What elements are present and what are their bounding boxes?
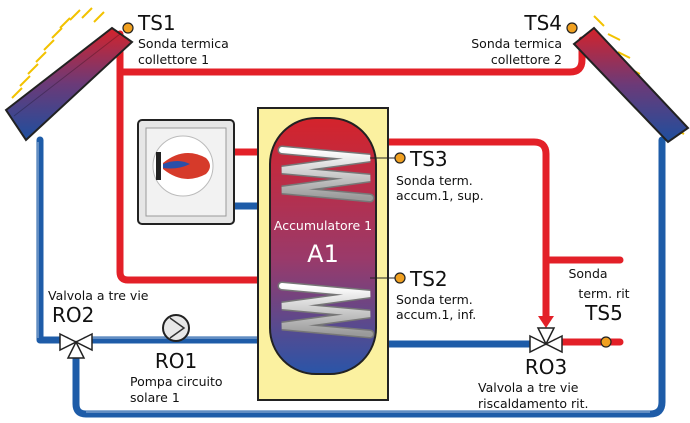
collector-link-pipe [116, 30, 586, 76]
ts2-dot [394, 272, 406, 284]
ts1-code: TS1 [137, 11, 176, 35]
flame-icon [163, 153, 210, 179]
pump-ro1 [162, 314, 190, 342]
flow-arrow-ro3 [538, 316, 554, 328]
collector-2-panel [572, 26, 690, 144]
ts5-line1: Sonda [568, 266, 607, 281]
ts1-line1: Sonda termica [138, 36, 229, 51]
ro3-line1: Valvola a tre vie [478, 380, 579, 395]
ts4-line1: Sonda termica [471, 36, 562, 51]
ts5-code: TS5 [584, 301, 623, 325]
ro2-code: RO2 [52, 303, 94, 327]
cold-pipes [36, 136, 666, 418]
ts4-dot [566, 22, 578, 34]
ts2-line2: accum.1, inf. [396, 307, 476, 322]
ro1-line1: Pompa circuito [130, 374, 223, 389]
ts5-line2: term. rit [578, 286, 629, 301]
ts1-line2: collettore 1 [138, 52, 209, 67]
tank-code: A1 [307, 240, 339, 268]
left-collector-return-pipe [36, 136, 70, 344]
ro1-line2: solare 1 [130, 390, 180, 405]
ts1-dot [122, 22, 134, 34]
bottom-return-loop-pipe [72, 136, 666, 418]
valve-ro2 [59, 332, 93, 359]
collector-to-tank-pipe [116, 68, 266, 284]
ts5-dot [600, 336, 612, 348]
ro1-code: RO1 [155, 349, 197, 373]
ro2-label: Valvola a tre vie [48, 288, 149, 303]
sensor-dots [122, 22, 612, 348]
ro3-code: RO3 [525, 355, 567, 379]
collector-1-panel [4, 26, 134, 142]
ts3-code: TS3 [409, 147, 448, 171]
ts3-dot [394, 152, 406, 164]
pump-icon [162, 314, 190, 342]
ts2-line1: Sonda term. [396, 292, 473, 307]
storage-tank: Accumulatore 1 A1 [257, 107, 389, 401]
ro3-line2: riscaldamento rit. [478, 396, 589, 411]
ts3-line2: accum.1, sup. [396, 188, 484, 203]
ts2-code: TS2 [409, 267, 448, 291]
collector-1 [4, 7, 134, 142]
ts4-code: TS4 [523, 11, 562, 35]
sun-rays-left [11, 7, 105, 99]
ts3-line1: Sonda term. [396, 173, 473, 188]
valve-ro3 [529, 327, 563, 354]
collector-2 [572, 15, 690, 144]
tank-name: Accumulatore 1 [274, 218, 372, 233]
boiler [137, 119, 235, 225]
tank-top-outlet-pipe [384, 138, 550, 320]
ts4-line2: collettore 2 [491, 52, 562, 67]
